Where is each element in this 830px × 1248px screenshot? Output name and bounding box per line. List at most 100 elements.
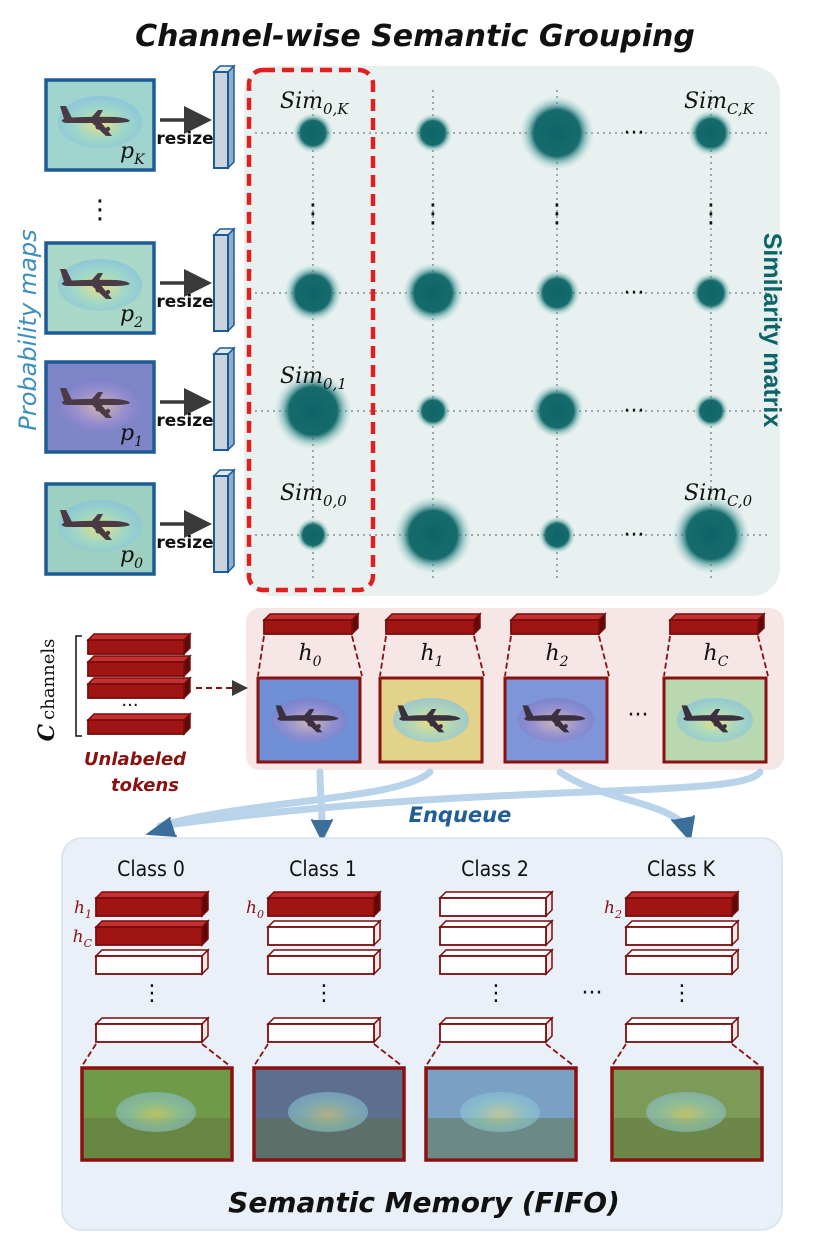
memory-slot-label: h2 bbox=[604, 898, 622, 921]
memory-slot-ellipsis: ⋮ bbox=[141, 981, 163, 1006]
sim-label-0K: Sim0,K bbox=[280, 89, 349, 118]
similarity-cell-3-1 bbox=[693, 393, 729, 429]
prob-map-label: pK bbox=[120, 139, 146, 168]
memory-slot-filled bbox=[94, 890, 210, 918]
memory-title: Semantic Memory (FIFO) bbox=[228, 1186, 620, 1219]
svg-text:⋮: ⋮ bbox=[698, 199, 724, 229]
svg-text:···: ··· bbox=[624, 121, 645, 146]
channel-token-label: h0 bbox=[298, 641, 321, 670]
similarity-cell-2-K bbox=[519, 95, 595, 171]
airplane-icon bbox=[60, 269, 131, 299]
sim-label-00: Sim0,0 bbox=[280, 481, 347, 510]
memory-slot-empty bbox=[266, 919, 382, 947]
memory-slot-empty bbox=[438, 1016, 554, 1044]
memory-class-2: Class 2⋮ bbox=[424, 857, 578, 1162]
channel-token-ellipsis: ··· bbox=[628, 703, 649, 728]
memory-slot-empty bbox=[438, 948, 554, 976]
memory-columns-ellipsis: ··· bbox=[582, 981, 603, 1006]
highlighted-column bbox=[246, 67, 376, 593]
unlabeled-token-0 bbox=[86, 632, 192, 656]
svg-text:⋮: ⋮ bbox=[544, 199, 570, 229]
similarity-cell-1-2 bbox=[402, 262, 464, 324]
similarity-matrix-label: Similarity matrix bbox=[758, 233, 786, 428]
matrix-cells bbox=[274, 95, 750, 574]
channel-token-bar bbox=[384, 612, 482, 636]
svg-text:···: ··· bbox=[624, 399, 645, 424]
unlabeled-token-3 bbox=[86, 712, 192, 736]
resize-label: resize bbox=[156, 411, 213, 431]
memory-slot-ellipsis: ⋮ bbox=[671, 981, 693, 1006]
channel-token-bar bbox=[509, 612, 607, 636]
resize-label: resize bbox=[156, 292, 213, 312]
class-name: Class 1 bbox=[289, 857, 357, 881]
similarity-cell-3-0 bbox=[672, 496, 750, 574]
memory-slot-label: hC bbox=[73, 927, 93, 950]
matrix-horizontal-ellipsis: ··· ··· ··· ··· bbox=[624, 121, 645, 548]
similarity-cell-0-K bbox=[292, 112, 334, 154]
similarity-cell-3-2 bbox=[690, 272, 732, 314]
channel-token-bar bbox=[262, 612, 360, 636]
sim-label-C0: SimC,0 bbox=[684, 481, 753, 510]
memory-slot-empty bbox=[266, 1016, 382, 1044]
memory-slot-empty bbox=[624, 948, 740, 976]
resized-map-bar bbox=[213, 475, 229, 573]
memory-class-1: Class 1 h0 ⋮ bbox=[246, 857, 406, 1162]
airplane-icon bbox=[522, 705, 586, 733]
channel-token-label: h2 bbox=[545, 641, 568, 670]
enqueue-arrows bbox=[145, 768, 764, 843]
prob-map-label: p0 bbox=[120, 543, 143, 572]
svg-text:···: ··· bbox=[624, 523, 645, 548]
svg-text:⋮: ⋮ bbox=[300, 199, 326, 229]
similarity-cell-1-1 bbox=[415, 393, 451, 429]
probability-maps-label: Probability maps bbox=[14, 229, 42, 430]
unlabeled-tokens-label-1: Unlabeled bbox=[84, 749, 187, 770]
similarity-cell-2-0 bbox=[538, 516, 576, 554]
svg-text:···: ··· bbox=[624, 281, 645, 306]
memory-slot-ellipsis: ⋮ bbox=[485, 981, 507, 1006]
channel-token-label: hC bbox=[704, 641, 729, 670]
similarity-cell-2-2 bbox=[534, 270, 580, 316]
airplane-icon bbox=[275, 705, 339, 733]
sim-label-CK: SimC,K bbox=[684, 89, 755, 118]
prob-map-label: p2 bbox=[120, 302, 143, 331]
memory-sample-image bbox=[252, 1066, 406, 1162]
diagram-title: Channel-wise Semantic Grouping bbox=[135, 19, 695, 54]
channel-tokens: h0 h1 h2 hC bbox=[256, 612, 769, 764]
channel-token-bar bbox=[668, 612, 766, 636]
memory-slot-filled bbox=[266, 890, 382, 918]
channel-token-2: h2 bbox=[503, 612, 610, 764]
sim-label-01: Sim0,1 bbox=[280, 364, 347, 393]
memory-slot-ellipsis: ⋮ bbox=[313, 981, 335, 1006]
resized-map-bar bbox=[213, 353, 229, 451]
semantic-memory-panel bbox=[61, 837, 783, 1231]
similarity-cell-2-1 bbox=[530, 384, 584, 438]
memory-slot-empty bbox=[94, 948, 210, 976]
prob-map-label: p1 bbox=[120, 421, 143, 450]
channel-token-C: hC bbox=[662, 612, 769, 764]
similarity-cell-0-1 bbox=[274, 372, 352, 450]
channel-token-1: h1 bbox=[378, 612, 485, 764]
similarity-cell-1-K bbox=[413, 113, 453, 153]
resize-label: resize bbox=[156, 129, 213, 149]
similarity-cell-1-0 bbox=[394, 496, 472, 574]
memory-slot-empty bbox=[94, 1016, 210, 1044]
probability-map-K: pK resize bbox=[44, 64, 236, 172]
similarity-cell-0-2 bbox=[284, 264, 342, 322]
class-name: Class K bbox=[647, 857, 716, 881]
memory-slot-empty bbox=[438, 919, 554, 947]
channel-token-label: h1 bbox=[420, 641, 443, 670]
unlabeled-tokens-label-2: tokens bbox=[111, 775, 179, 796]
memory-slot-empty bbox=[624, 919, 740, 947]
resized-map-bar bbox=[213, 71, 229, 169]
memory-slot-empty bbox=[266, 948, 382, 976]
memory-slot-label: h0 bbox=[246, 898, 264, 921]
similarity-matrix-panel bbox=[244, 66, 780, 596]
memory-slot-filled bbox=[94, 919, 210, 947]
channels-label: Cchannels bbox=[34, 639, 60, 742]
memory-slot-filled bbox=[624, 890, 740, 918]
airplane-icon bbox=[60, 388, 131, 418]
